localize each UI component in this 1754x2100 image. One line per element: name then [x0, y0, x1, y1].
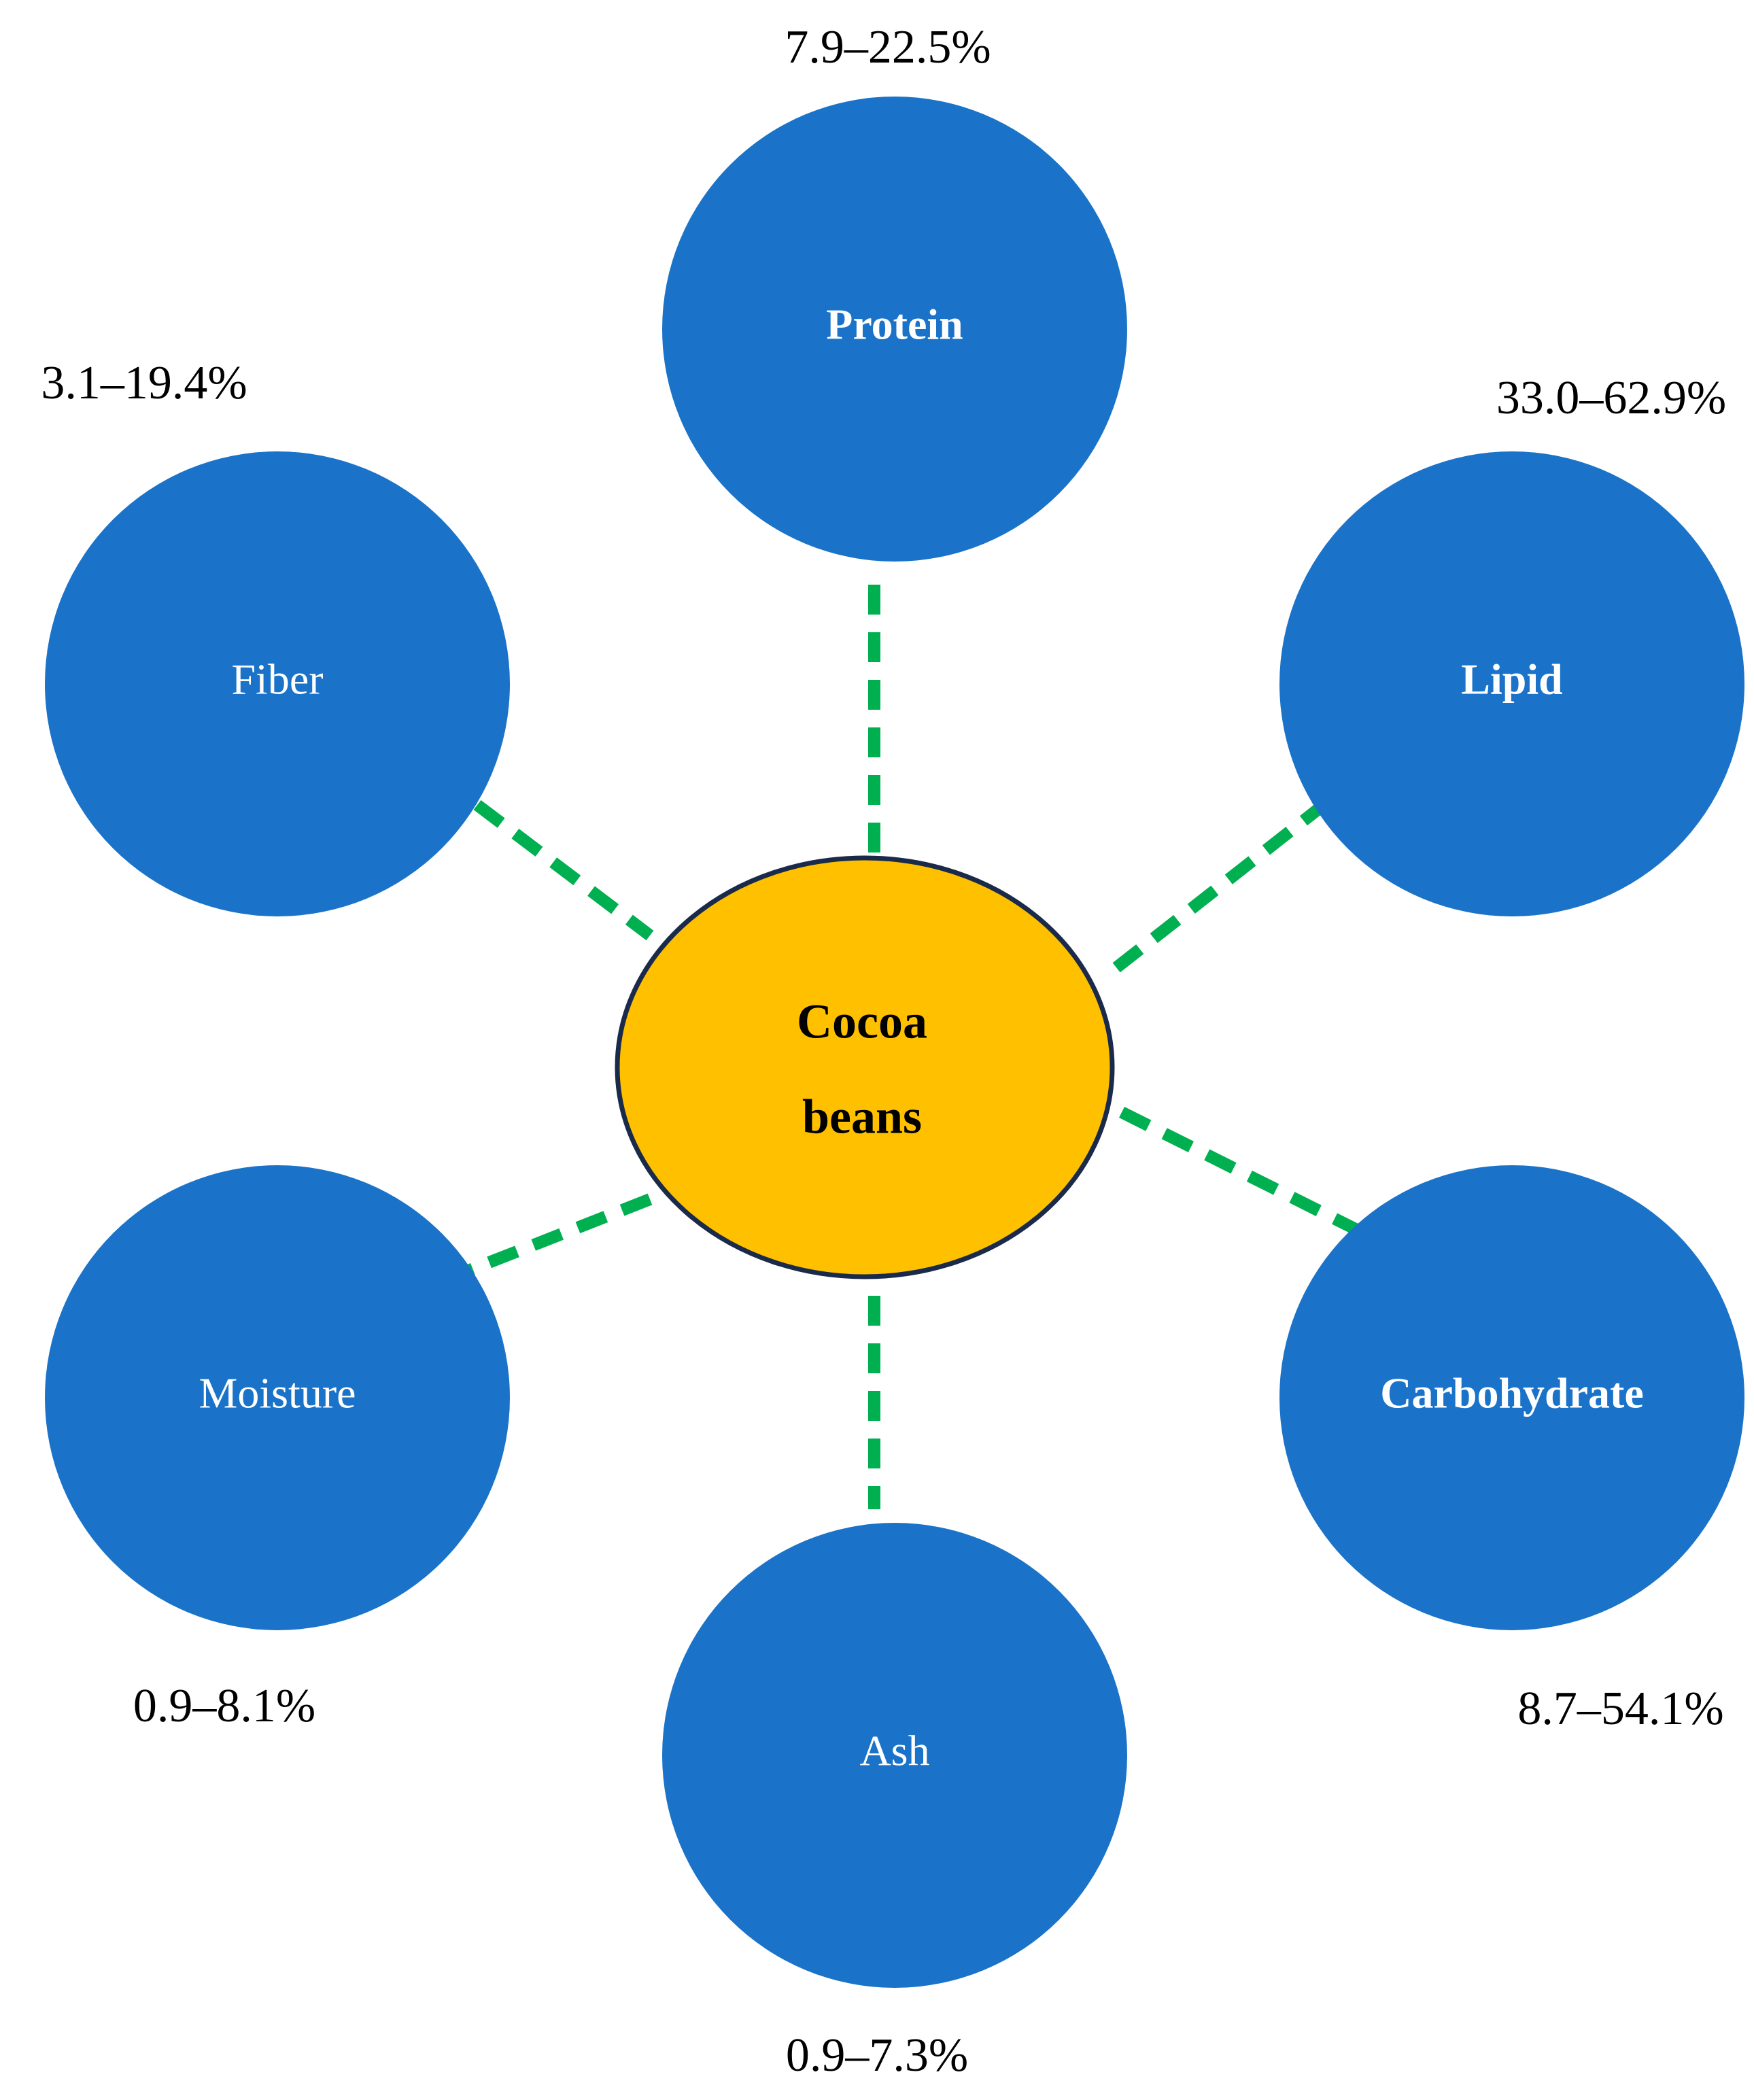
node-ash: Ash [662, 1523, 1127, 1988]
node-fiber: Fiber [45, 451, 510, 916]
node-ash-label: Ash [859, 1727, 929, 1775]
range-lipid: 33.0–62.9% [1496, 372, 1726, 424]
range-carbohydrate: 8.7–54.1% [1517, 1683, 1723, 1735]
range-fiber: 3.1–19.4% [41, 357, 247, 409]
node-protein: Protein [662, 97, 1127, 562]
node-protein-label: Protein [826, 300, 963, 349]
node-moisture-label: Moisture [199, 1369, 356, 1417]
connector-moisture [450, 1193, 653, 1283]
connector-fiber [473, 799, 654, 941]
node-ash-circle [662, 1523, 1127, 1988]
node-lipid: Lipid [1279, 451, 1744, 916]
connector-carbohydrate [1118, 1106, 1359, 1235]
center-label-line2: beans [802, 1090, 922, 1144]
node-carbohydrate-circle [1279, 1165, 1744, 1630]
node-lipid-circle [1279, 451, 1744, 916]
node-moisture-circle [45, 1165, 510, 1630]
node-carbohydrate-label: Carbohydrate [1380, 1369, 1644, 1417]
node-protein-circle [662, 97, 1127, 562]
center-ellipse [615, 855, 1115, 1279]
node-lipid-label: Lipid [1461, 655, 1562, 704]
range-ash: 0.9–7.3% [786, 2029, 968, 2082]
connector-lipid [1101, 797, 1331, 982]
range-protein: 7.9–22.5% [785, 21, 991, 73]
node-carbohydrate: Carbohydrate [1279, 1165, 1744, 1630]
connectors [450, 585, 1359, 1509]
center-label-line1: Cocoa [797, 995, 927, 1049]
node-fiber-circle [45, 451, 510, 916]
node-fiber-label: Fiber [231, 655, 323, 704]
node-moisture: Moisture [45, 1165, 510, 1630]
range-labels: 7.9–22.5% 33.0–62.9% 8.7–54.1% 0.9–7.3% … [41, 21, 1726, 2082]
center-node: Cocoa beans [615, 855, 1115, 1279]
range-moisture: 0.9–8.1% [133, 1680, 315, 1732]
